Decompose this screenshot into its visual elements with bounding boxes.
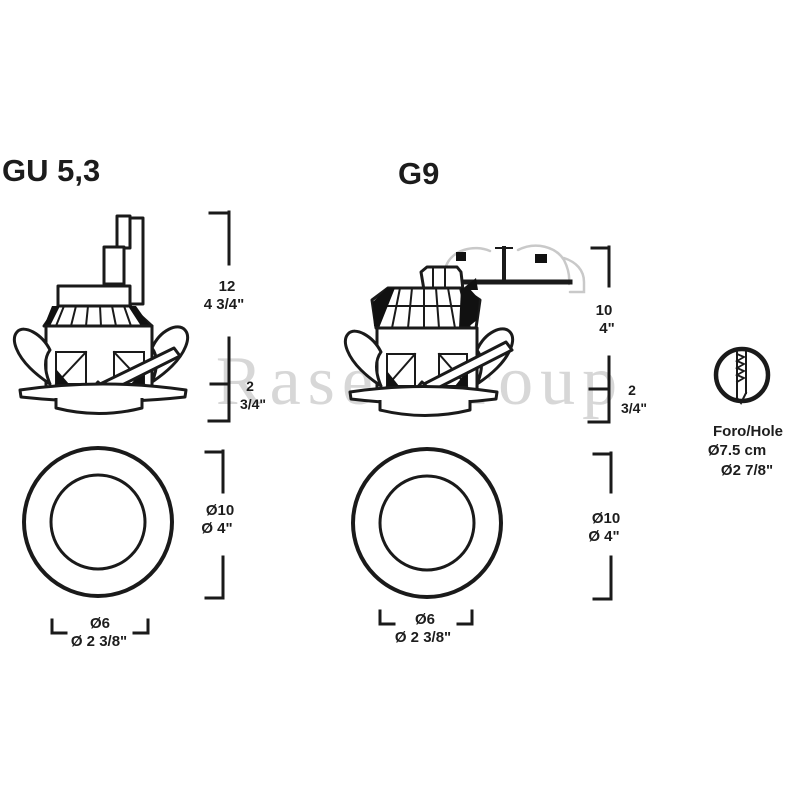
spring-clip-left [343, 329, 383, 388]
lamp-fin-band [42, 304, 154, 328]
hole-imperial-label: Ø2 7/8" [720, 462, 774, 479]
g9-trim-diameter-dimension [592, 451, 613, 601]
gu53-trim-in-label: Ø 4" [201, 520, 233, 537]
g9-trim-cm-label: Ø10 [591, 510, 621, 527]
trim-inner-circle [49, 473, 147, 571]
gu53-trim-cm-label: Ø10 [205, 502, 235, 519]
junction-box-outline [444, 244, 586, 294]
g9-body-diameter-dimension [378, 609, 474, 626]
gu53-body-cm-label: Ø6 [89, 615, 111, 632]
gu53-recess-cm-label: 2 [246, 378, 254, 394]
terminal-right [535, 254, 547, 263]
gu53-front-view-drawing [22, 446, 174, 598]
gu53-side-view-drawing [12, 214, 190, 415]
connector-block [102, 245, 126, 286]
trim-ring [54, 398, 144, 415]
gu53-body-in-label: Ø 2 3/8" [70, 633, 128, 650]
g9-body-cm-label: Ø6 [414, 611, 436, 628]
g9-trim-in-label: Ø 4" [588, 528, 620, 545]
trim-outer-circle [22, 446, 174, 598]
gu53-trim-diameter-dimension [204, 449, 225, 600]
g9-height-cm-label: 10 [595, 302, 613, 319]
g9-height-dimension [587, 245, 611, 424]
gu53-recess-in-label: 3/4" [239, 396, 267, 412]
hole-label: Foro/Hole [713, 423, 783, 440]
trim-inner-circle [378, 474, 476, 572]
drill-hole-icon [713, 346, 771, 405]
g9-recess-in-label: 3/4" [620, 400, 648, 416]
g9-recess-cm-label: 2 [628, 382, 636, 398]
spring-clip-left [12, 327, 52, 386]
trim-ring [378, 400, 472, 417]
g9-side-view-drawing [343, 244, 586, 417]
g9-body-in-label: Ø 2 3/8" [394, 629, 452, 646]
hole-metric-label: Ø7.5 cm [707, 442, 767, 459]
g9-front-view-drawing [351, 447, 503, 599]
trim-outer-circle [351, 447, 503, 599]
gu53-height-cm-label: 12 [218, 278, 236, 295]
gu53-height-in-label: 4 3/4" [203, 296, 245, 313]
g9-height-in-label: 4" [599, 320, 615, 337]
fixture-title-g9: G9 [398, 156, 440, 191]
fixture-title-gu53: GU 5,3 [2, 153, 101, 188]
gu53-height-dimension [207, 210, 231, 423]
terminal-left [456, 252, 466, 261]
gu53-body-diameter-dimension [50, 618, 150, 635]
